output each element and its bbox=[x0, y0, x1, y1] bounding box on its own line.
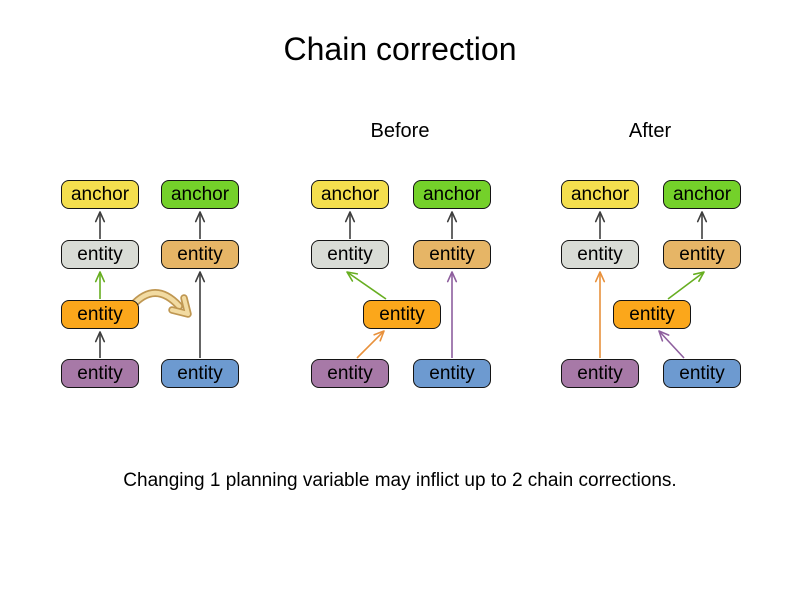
node-initial-entity-blue: entity bbox=[161, 359, 239, 388]
node-before-entity-tan: entity bbox=[413, 240, 491, 269]
group-label-before: Before bbox=[370, 120, 430, 142]
node-after-entity-gray: entity bbox=[561, 240, 639, 269]
node-before-anchor-green: anchor bbox=[413, 180, 491, 209]
node-before-entity-purple: entity bbox=[311, 359, 389, 388]
node-after-anchor-yellow: anchor bbox=[561, 180, 639, 209]
edge-initial-entity-purple-to-entity-orange bbox=[94, 331, 106, 358]
node-after-anchor-green: anchor bbox=[663, 180, 741, 209]
edge-after-entity-tan-to-anchor-green bbox=[696, 211, 708, 239]
edge-before-entity-tan-to-anchor-green bbox=[446, 211, 458, 239]
page-title: Chain correction bbox=[283, 31, 517, 67]
group-label-after: After bbox=[628, 120, 672, 142]
node-initial-entity-purple: entity bbox=[61, 359, 139, 388]
edge-initial-entity-gray-to-anchor-yellow bbox=[94, 211, 106, 239]
edge-after-entity-orange-to-entity-tan bbox=[667, 271, 705, 300]
edge-after-entity-gray-to-anchor-yellow bbox=[594, 211, 606, 239]
node-initial-entity-orange: entity bbox=[61, 300, 139, 329]
move-arrow bbox=[128, 289, 192, 318]
caption: Changing 1 planning variable may inflict… bbox=[123, 470, 677, 491]
node-initial-entity-gray: entity bbox=[61, 240, 139, 269]
edge-initial-entity-orange-to-entity-gray bbox=[94, 271, 106, 299]
node-before-entity-gray: entity bbox=[311, 240, 389, 269]
node-after-entity-orange: entity bbox=[613, 300, 691, 329]
edge-after-entity-purple-to-entity-gray bbox=[594, 271, 606, 358]
node-initial-anchor-green: anchor bbox=[161, 180, 239, 209]
node-initial-entity-tan: entity bbox=[161, 240, 239, 269]
edge-before-entity-blue-to-entity-tan bbox=[446, 271, 458, 358]
node-before-anchor-yellow: anchor bbox=[311, 180, 389, 209]
node-before-entity-orange: entity bbox=[363, 300, 441, 329]
edge-initial-entity-blue-to-entity-tan bbox=[194, 271, 206, 358]
edge-after-entity-blue-to-entity-orange bbox=[658, 330, 685, 359]
node-after-entity-tan: entity bbox=[663, 240, 741, 269]
edge-before-entity-gray-to-anchor-yellow bbox=[344, 211, 356, 239]
node-after-entity-blue: entity bbox=[663, 359, 741, 388]
edge-before-entity-orange-to-entity-gray bbox=[346, 271, 387, 300]
edge-before-entity-purple-to-entity-orange bbox=[356, 330, 385, 359]
node-after-entity-purple: entity bbox=[561, 359, 639, 388]
node-before-entity-blue: entity bbox=[413, 359, 491, 388]
edge-initial-entity-tan-to-anchor-green bbox=[194, 211, 206, 239]
node-initial-anchor-yellow: anchor bbox=[61, 180, 139, 209]
